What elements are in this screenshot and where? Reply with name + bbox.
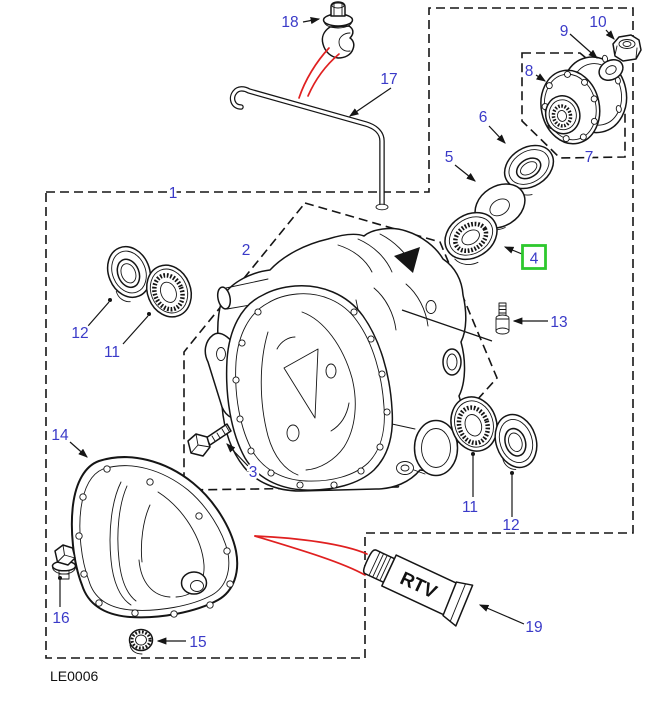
- callout-label-9[interactable]: 9: [557, 21, 571, 43]
- callout-label-16[interactable]: 16: [50, 608, 72, 630]
- callout-label-10[interactable]: 10: [587, 12, 610, 34]
- cover-red-links: [254, 535, 368, 576]
- dashed-region-flange-assembly: [521, 52, 626, 159]
- callout-label-5[interactable]: 5: [442, 147, 456, 169]
- callout-label-17[interactable]: 17: [378, 69, 400, 91]
- callout-label-14[interactable]: 14: [49, 425, 72, 447]
- bolt-13-drawing: [401, 302, 510, 342]
- breather-pipe-drawing: [229, 86, 389, 211]
- dashed-region-axle-case: [45, 7, 634, 659]
- bearing-right-drawing: [450, 396, 498, 452]
- callout-label-6[interactable]: 6: [476, 107, 490, 129]
- callout-label-11-left[interactable]: 11: [101, 342, 122, 364]
- breather-pipe-red-links: [298, 47, 340, 99]
- seal-left-drawing: [106, 245, 152, 303]
- drawing-code: LE0006: [50, 668, 98, 684]
- callout-label-13[interactable]: 13: [548, 312, 570, 334]
- callout-label-11-right[interactable]: 11: [459, 497, 480, 519]
- callout-label-15[interactable]: 15: [187, 632, 209, 654]
- drain-plug-drawing: [128, 628, 154, 655]
- bolt-16-drawing: [51, 544, 77, 580]
- callout-label-2[interactable]: 2: [239, 240, 253, 262]
- callout-label-18[interactable]: 18: [279, 12, 301, 34]
- callout-label-4-highlighted[interactable]: 4: [527, 248, 541, 270]
- callout-label-12-right[interactable]: 12: [500, 515, 522, 537]
- callout-label-19[interactable]: 19: [523, 617, 545, 639]
- cover-bolt-3-drawing: [187, 423, 232, 457]
- breather-drawing: [321, 1, 355, 59]
- callout-label-3[interactable]: 3: [246, 462, 260, 484]
- callout-label-7[interactable]: 7: [582, 147, 596, 169]
- callout-labels: 18 17 10 9 8 6 5 7 4 1 2 12 11 13 14 3 1…: [49, 12, 610, 654]
- seal-right-drawing: [494, 413, 538, 470]
- flange-nut-drawing: [612, 34, 642, 62]
- cover-plate-drawing: [70, 456, 239, 619]
- housing-drawing: [204, 227, 467, 492]
- callout-label-8[interactable]: 8: [522, 61, 536, 83]
- bearing-left-drawing: [145, 264, 193, 318]
- pinion-bearing-drawing: [444, 211, 498, 265]
- flange-washer-drawing: [598, 59, 624, 81]
- highlight-box-4: [521, 244, 547, 270]
- pinion-seal-drawing: [503, 144, 555, 196]
- dashed-region-diff-housing: [183, 202, 498, 491]
- rtv-tube-drawing: RTV: [362, 549, 474, 627]
- leader-lines: [58, 17, 615, 645]
- callout-label-12-left[interactable]: 12: [69, 323, 91, 345]
- callout-label-1[interactable]: 1: [166, 183, 180, 205]
